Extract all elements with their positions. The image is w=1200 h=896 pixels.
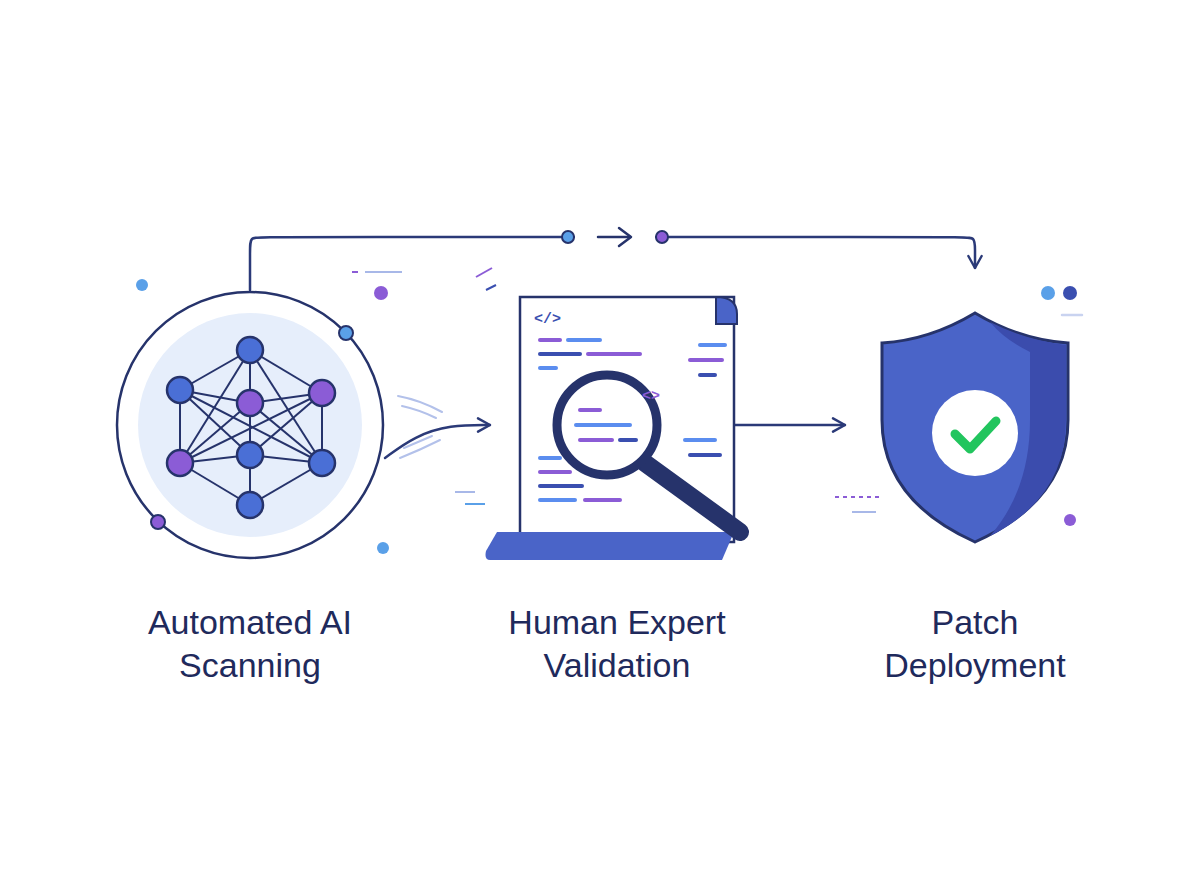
chevron-stem xyxy=(598,236,630,239)
decor-dash xyxy=(465,503,485,505)
check-disc xyxy=(932,390,1018,476)
ring-dot xyxy=(151,515,165,529)
line-ornament xyxy=(562,228,668,246)
decor-dash xyxy=(835,496,880,498)
decor-dot xyxy=(136,279,148,291)
network-nodes xyxy=(167,337,335,518)
line-gap xyxy=(575,228,655,246)
decor-dots xyxy=(136,268,1082,554)
decor-dot xyxy=(374,286,388,300)
ring-dot xyxy=(339,326,353,340)
flow-arrow xyxy=(385,425,490,458)
decor-dot xyxy=(1063,286,1077,300)
magnifier-handle xyxy=(645,463,740,532)
paper-base xyxy=(486,532,735,560)
chevron xyxy=(619,228,631,246)
code-symbol: </> xyxy=(534,311,561,328)
node-label: Human Expert Validation xyxy=(487,601,747,687)
decor-dash xyxy=(455,491,475,493)
network-links xyxy=(180,350,322,505)
process-node: Human Expert Validation xyxy=(490,290,725,690)
decor-dash xyxy=(352,271,358,273)
process-node: Automated AI Scanning xyxy=(115,290,385,690)
code-lines xyxy=(540,340,725,500)
inner-disc xyxy=(138,313,362,537)
line-dot xyxy=(562,231,574,243)
lens-lines xyxy=(576,410,636,440)
decor-dash xyxy=(1062,314,1082,317)
document-icon xyxy=(486,297,741,560)
network-icon xyxy=(117,292,442,558)
decor-dash xyxy=(476,268,492,277)
decor-dash xyxy=(365,271,402,273)
code-symbol: <> xyxy=(642,388,660,405)
paper-curl xyxy=(716,297,737,324)
node-label: Automated AI Scanning xyxy=(120,601,380,687)
outer-ring xyxy=(117,292,383,558)
process-node: Patch Deployment xyxy=(845,268,1105,690)
decor-dot xyxy=(1064,514,1076,526)
decor-dot xyxy=(377,542,389,554)
flow-arrow xyxy=(725,424,845,427)
decor-dash xyxy=(486,285,496,290)
shield-icon xyxy=(882,313,1068,542)
node-label: Patch Deployment xyxy=(845,601,1105,687)
decor-dot xyxy=(1041,286,1055,300)
decor-dash xyxy=(852,511,876,513)
line-dot xyxy=(656,231,668,243)
check-mark xyxy=(955,421,996,449)
motion-lines xyxy=(398,396,442,458)
shield-body xyxy=(882,313,1068,542)
